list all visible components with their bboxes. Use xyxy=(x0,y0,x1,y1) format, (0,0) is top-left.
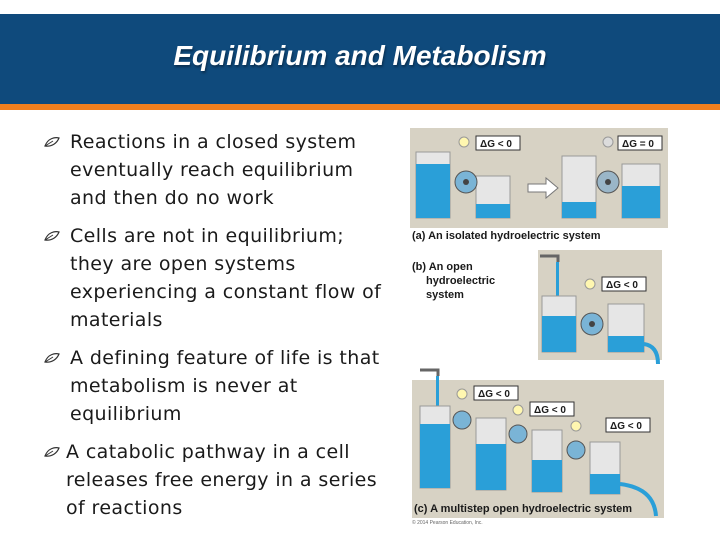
bullet-text: A defining feature of life is that metab… xyxy=(70,347,380,425)
bullet-list: Reactions in a closed system eventually … xyxy=(44,128,394,532)
light-bulb-off-icon xyxy=(602,136,614,148)
dg-badge xyxy=(601,276,647,292)
bullet-item: Reactions in a closed system eventually … xyxy=(44,128,394,212)
dg-label: ΔG < 0 xyxy=(534,405,566,416)
panel-b-caption-line: system xyxy=(426,289,464,301)
dg-badge xyxy=(529,401,575,417)
slide-title: Equilibrium and Metabolism xyxy=(173,40,547,71)
light-bulb-on-icon xyxy=(458,136,470,148)
panel-c: ΔG < 0 ΔG < 0 ΔG < 0 (c) A multistep ope… xyxy=(412,368,664,518)
dg-label: ΔG < 0 xyxy=(606,280,638,291)
panel-c-caption: (c) A multistep open hydroelectric syste… xyxy=(414,503,632,515)
faucet-icon xyxy=(540,254,560,262)
water-stream xyxy=(436,376,439,426)
dg-label: ΔG < 0 xyxy=(610,421,642,432)
bullet-text: A catabolic pathway in a cell releases f… xyxy=(66,441,378,519)
leaf-bullet-icon xyxy=(44,353,60,363)
faucet-icon xyxy=(420,368,440,376)
panel-b: (b) An open hydroelectric system ΔG < 0 xyxy=(412,250,662,365)
multistep-reservoirs-icon xyxy=(419,405,658,517)
bullet-item: Cells are not in equilibrium; they are o… xyxy=(44,222,394,334)
bullet-item: A catabolic pathway in a cell releases f… xyxy=(44,438,394,522)
dg-badge xyxy=(475,135,521,151)
water-stream xyxy=(556,262,559,316)
light-bulb-on-icon xyxy=(584,278,596,290)
dg-badge xyxy=(473,385,519,401)
leaf-bullet-icon xyxy=(44,231,60,241)
light-bulb-on-icon xyxy=(570,420,582,432)
panel-b-caption-line: (b) An open xyxy=(412,261,473,273)
bullet-item: A defining feature of life is that metab… xyxy=(44,344,394,428)
dg-badge xyxy=(605,417,651,433)
dg-label: ΔG < 0 xyxy=(480,139,512,150)
dg-label: ΔG = 0 xyxy=(622,139,654,150)
arrow-right-icon xyxy=(527,176,559,200)
reservoir-left-icon xyxy=(415,151,511,219)
bullet-text: Reactions in a closed system eventually … xyxy=(70,131,357,209)
hydroelectric-figure: ΔG < 0 ΔG = 0 (a) An isolated hydroelect… xyxy=(410,128,668,526)
title-accent-line xyxy=(0,104,720,110)
panel-a-caption: (a) An isolated hydroelectric system xyxy=(412,230,601,242)
panel-b-caption-line: hydroelectric xyxy=(426,275,495,287)
dg-label: ΔG < 0 xyxy=(478,389,510,400)
reservoir-open-icon xyxy=(541,295,660,365)
dg-badge xyxy=(617,135,663,151)
bullet-text: Cells are not in equilibrium; they are o… xyxy=(70,225,382,331)
leaf-bullet-icon xyxy=(44,447,60,457)
copyright-text: © 2014 Pearson Education, Inc. xyxy=(412,519,483,526)
reservoir-right-icon xyxy=(561,155,661,219)
title-bar xyxy=(0,14,720,104)
light-bulb-on-icon xyxy=(456,388,468,400)
panel-a: ΔG < 0 ΔG = 0 (a) An isolated hydroelect… xyxy=(410,128,668,242)
leaf-bullet-icon xyxy=(44,137,60,147)
light-bulb-on-icon xyxy=(512,404,524,416)
